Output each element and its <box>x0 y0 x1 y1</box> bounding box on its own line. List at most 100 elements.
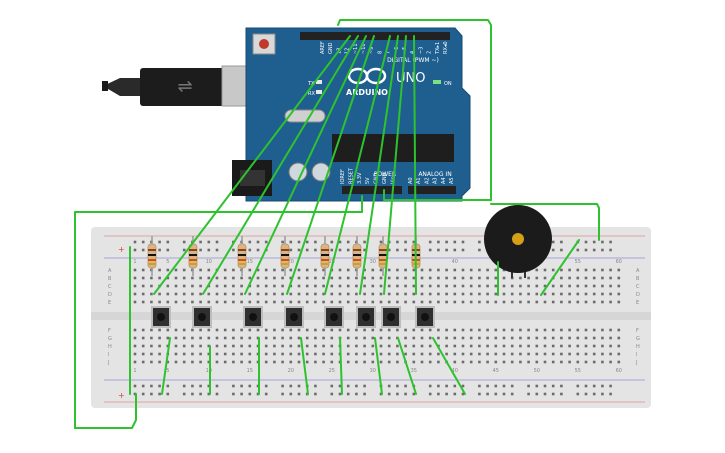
push-button[interactable] <box>356 306 376 328</box>
row-letter: D <box>108 292 112 298</box>
pin-label: 8 <box>377 51 383 54</box>
column-number: 40 <box>452 368 458 374</box>
column-number: 50 <box>534 368 540 374</box>
resistor[interactable] <box>237 236 247 276</box>
row-letter: E <box>636 300 639 306</box>
column-number: 10 <box>206 368 212 374</box>
push-button[interactable] <box>192 306 212 328</box>
column-number: 20 <box>288 259 294 265</box>
row-letter: E <box>108 300 111 306</box>
pin-label: A3 <box>433 177 439 184</box>
column-number: 1 <box>133 368 136 374</box>
jumper-wire[interactable] <box>202 35 359 295</box>
row-letter: D <box>636 292 640 298</box>
jumper-wire[interactable] <box>337 19 492 201</box>
pin-label: ~3 <box>418 47 424 54</box>
arduino-uno-board[interactable]: ARDUINO UNO DIGITAL (PWM ~) POWER ANALOG… <box>232 27 471 202</box>
on-led <box>433 80 441 84</box>
pin-label: RX◂0 <box>443 41 449 54</box>
usb-cable[interactable]: ⇌ <box>102 65 263 107</box>
column-number: 40 <box>452 259 458 265</box>
pin-label: A4 <box>441 177 447 184</box>
column-number: 10 <box>206 259 212 265</box>
pin-label: A5 <box>449 177 455 184</box>
jumper-wire[interactable] <box>300 337 309 395</box>
push-button[interactable] <box>243 306 263 328</box>
jumper-wire[interactable] <box>490 203 600 241</box>
row-letter: I <box>636 352 637 358</box>
row-letter: C <box>636 284 640 290</box>
piezo-buzzer[interactable] <box>484 205 552 278</box>
jumper-wire[interactable] <box>286 35 375 295</box>
pin-label: IOREF <box>340 169 346 184</box>
column-number: 55 <box>575 259 581 265</box>
jumper-wire[interactable] <box>359 35 399 295</box>
jumper-wire[interactable] <box>374 337 383 395</box>
tx-led <box>316 80 322 84</box>
column-number: 60 <box>616 368 622 374</box>
push-button[interactable] <box>324 306 344 328</box>
analog-header <box>408 186 456 194</box>
pin-label: ~10 <box>361 43 367 54</box>
plus-rail-mark: + <box>118 391 125 400</box>
jumper-wire[interactable] <box>161 337 171 395</box>
pin-label: GND <box>328 42 334 54</box>
resistor[interactable] <box>147 236 157 276</box>
power-label: POWER <box>374 171 396 178</box>
jumper-wire[interactable] <box>432 337 466 395</box>
jumper-wire[interactable] <box>74 393 137 429</box>
jumper-wire[interactable] <box>339 337 343 395</box>
capacitor <box>311 162 331 182</box>
column-number: 30 <box>370 259 376 265</box>
on-label: ON <box>444 81 452 87</box>
row-letter: J <box>635 360 637 366</box>
jumper-wire[interactable] <box>244 35 367 295</box>
column-number: 25 <box>329 368 335 374</box>
rx-led <box>316 90 322 94</box>
pin-label: 2 <box>427 51 433 54</box>
jumper-wire[interactable] <box>74 195 363 429</box>
row-letter: A <box>636 268 640 274</box>
crystal <box>284 109 326 123</box>
svg-text:⇌: ⇌ <box>177 76 192 97</box>
resistor[interactable] <box>378 236 388 276</box>
column-number: 15 <box>247 259 253 265</box>
column-number: 25 <box>329 259 335 265</box>
push-button[interactable] <box>415 306 435 328</box>
pin-label: A0 <box>408 177 414 184</box>
row-letter: H <box>636 344 640 350</box>
column-number: 1 <box>133 259 136 265</box>
row-letter: C <box>108 284 112 290</box>
pin-label: ~11 <box>353 43 359 54</box>
row-letter: B <box>108 276 112 282</box>
jumper-wire[interactable] <box>413 35 417 295</box>
pin-label: 7 <box>386 51 392 54</box>
pin-label: 3.3V <box>357 172 363 184</box>
resistor[interactable] <box>320 236 330 276</box>
jumper-wire[interactable] <box>397 337 417 395</box>
column-number: 60 <box>616 259 622 265</box>
board-model: UNO <box>396 71 425 86</box>
resistor[interactable] <box>280 236 290 276</box>
column-number: 5 <box>166 259 169 265</box>
column-number: 15 <box>247 368 253 374</box>
column-number: 20 <box>288 368 294 374</box>
pin-label: 12 <box>345 48 351 54</box>
column-number: 55 <box>575 368 581 374</box>
analog-label: ANALOG IN <box>418 171 451 178</box>
resistor[interactable] <box>352 236 362 276</box>
push-button[interactable] <box>151 306 171 328</box>
power-header <box>342 186 402 194</box>
jumper-wire[interactable] <box>324 35 391 295</box>
jumper-wire[interactable] <box>540 239 580 296</box>
jumper-wire[interactable] <box>383 35 407 295</box>
resistor[interactable] <box>188 236 198 276</box>
row-letter: A <box>108 268 112 274</box>
push-button[interactable] <box>284 306 304 328</box>
pin-label: TX▸1 <box>435 42 441 55</box>
row-letter: G <box>636 336 640 342</box>
push-button[interactable] <box>381 306 401 328</box>
pin-label: RESET <box>348 167 354 184</box>
jumper-wire[interactable] <box>153 35 351 295</box>
